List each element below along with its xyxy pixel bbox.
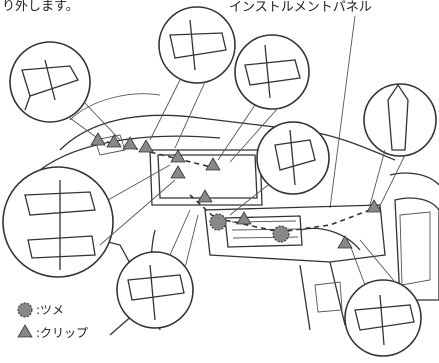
detail-callout-8 <box>344 239 422 357</box>
clip-marker <box>366 199 382 213</box>
detail-callout-2 <box>149 6 236 149</box>
clip-marker <box>205 157 221 171</box>
clip-marker <box>337 235 353 249</box>
instruction-text-fragment: り外します。 <box>2 0 79 14</box>
instrument-panel-callout-label: インストルメントパネル <box>229 0 372 15</box>
clip-marker <box>106 134 122 148</box>
tsume-marker <box>272 225 290 243</box>
clip-marker <box>170 149 186 163</box>
tsume-markers <box>209 213 290 243</box>
clip-markers <box>90 132 382 249</box>
detail-callout-4 <box>2 164 176 278</box>
detail-callout-3 <box>217 34 310 163</box>
clip-marker <box>90 132 106 146</box>
legend-clip-icon <box>17 324 33 338</box>
clip-marker <box>138 139 154 153</box>
legend-clip-label: :クリップ <box>36 326 89 340</box>
callout-leader-line <box>329 15 356 209</box>
legend-tsume-icon <box>17 302 33 318</box>
tsume-marker <box>209 213 227 231</box>
clip-marker <box>170 165 186 179</box>
legend-tsume-label: :ツメ <box>36 303 65 317</box>
clip-marker <box>197 189 213 203</box>
clip-marker <box>236 211 252 225</box>
clip-marker <box>122 136 138 150</box>
detail-callout-1 <box>9 41 121 141</box>
detail-callout-5 <box>363 83 437 211</box>
detail-callout-6 <box>229 121 330 216</box>
detail-callout-7 <box>116 209 199 329</box>
